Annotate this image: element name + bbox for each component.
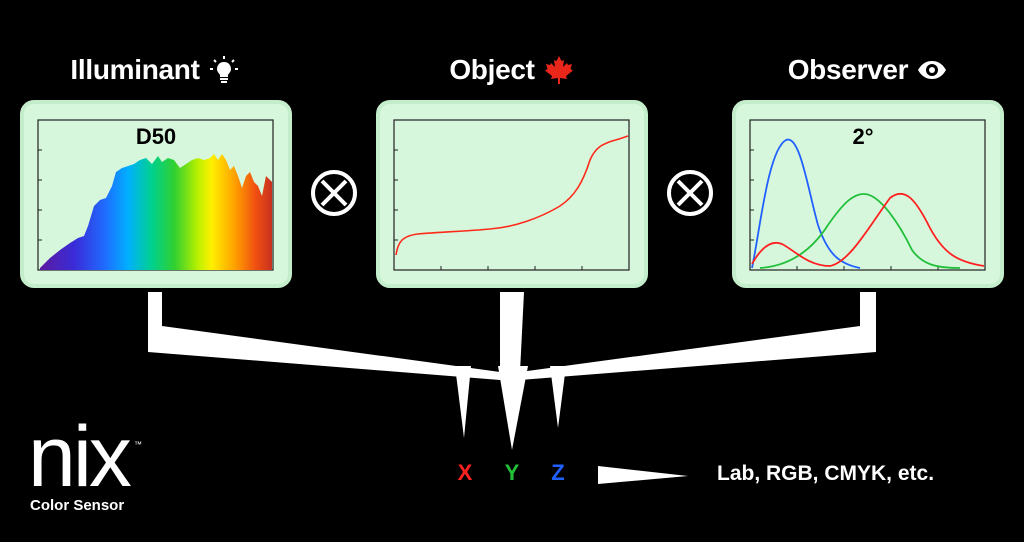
object-title: Object xyxy=(449,54,535,85)
d50-spectrum-area xyxy=(40,154,272,270)
multiply-circle-icon-2 xyxy=(667,170,713,216)
eye-icon xyxy=(916,54,948,86)
brand-subtitle: Color Sensor xyxy=(30,497,125,514)
cmf-green-curve xyxy=(759,193,961,269)
illuminant-title: Illuminant xyxy=(70,54,200,85)
prong-x xyxy=(455,366,471,438)
observer-label: 2° xyxy=(852,124,874,149)
xyz-y: Y xyxy=(504,460,520,485)
brand-trademark: ™ xyxy=(134,440,142,449)
observer-panel xyxy=(732,100,1004,288)
xyz-x: X xyxy=(457,460,473,485)
cmf-red-curve xyxy=(751,192,985,267)
prong-y xyxy=(498,366,528,450)
connector-observer xyxy=(520,292,876,380)
observer-title: Observer xyxy=(787,54,909,85)
object-heading: Object xyxy=(400,50,624,90)
lightbulb-icon xyxy=(208,54,240,86)
multiply-circle-icon-1 xyxy=(311,170,357,216)
observer-heading: Observer xyxy=(756,50,980,90)
prong-z xyxy=(550,366,566,428)
object-panel xyxy=(376,100,648,288)
connector-illuminant xyxy=(148,292,500,380)
illuminant-label: D50 xyxy=(135,124,177,149)
connector-object xyxy=(500,292,524,380)
brand-logo: nix xyxy=(28,409,132,505)
xyz-z: Z xyxy=(551,460,565,485)
maple-leaf-icon xyxy=(543,54,575,86)
illuminant-heading: Illuminant xyxy=(40,50,270,90)
cmf-blue-curve xyxy=(751,138,861,269)
reflectance-curve xyxy=(395,135,629,256)
xyz-prongs xyxy=(455,366,566,450)
illuminant-panel xyxy=(20,100,292,288)
wedge-arrow-icon xyxy=(598,466,688,484)
result-text: Lab, RGB, CMYK, etc. xyxy=(717,462,935,485)
